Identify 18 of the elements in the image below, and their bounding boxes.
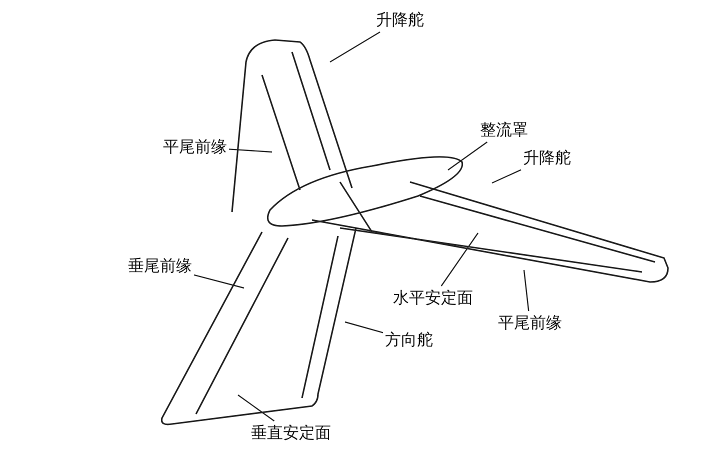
part-label: 垂尾前缘 [128, 256, 192, 276]
leader-line [238, 394, 275, 422]
part-label: 平尾前缘 [498, 313, 562, 333]
leader-line [440, 232, 478, 286]
leader-line [194, 274, 244, 289]
part-label: 水平安定面 [393, 288, 473, 308]
part-label: 平尾前缘 [163, 137, 227, 157]
leader-line [448, 142, 488, 170]
leader-line [330, 31, 380, 63]
leader-line [344, 321, 384, 334]
leader-line [228, 148, 272, 153]
part-label: 升降舵 [376, 10, 424, 30]
leader-line [523, 270, 530, 312]
part-label: 垂直安定面 [251, 423, 331, 443]
part-label: 方向舵 [385, 330, 433, 350]
leader-line [492, 169, 522, 184]
part-label: 整流罩 [480, 120, 528, 140]
part-label: 升降舵 [523, 148, 571, 168]
